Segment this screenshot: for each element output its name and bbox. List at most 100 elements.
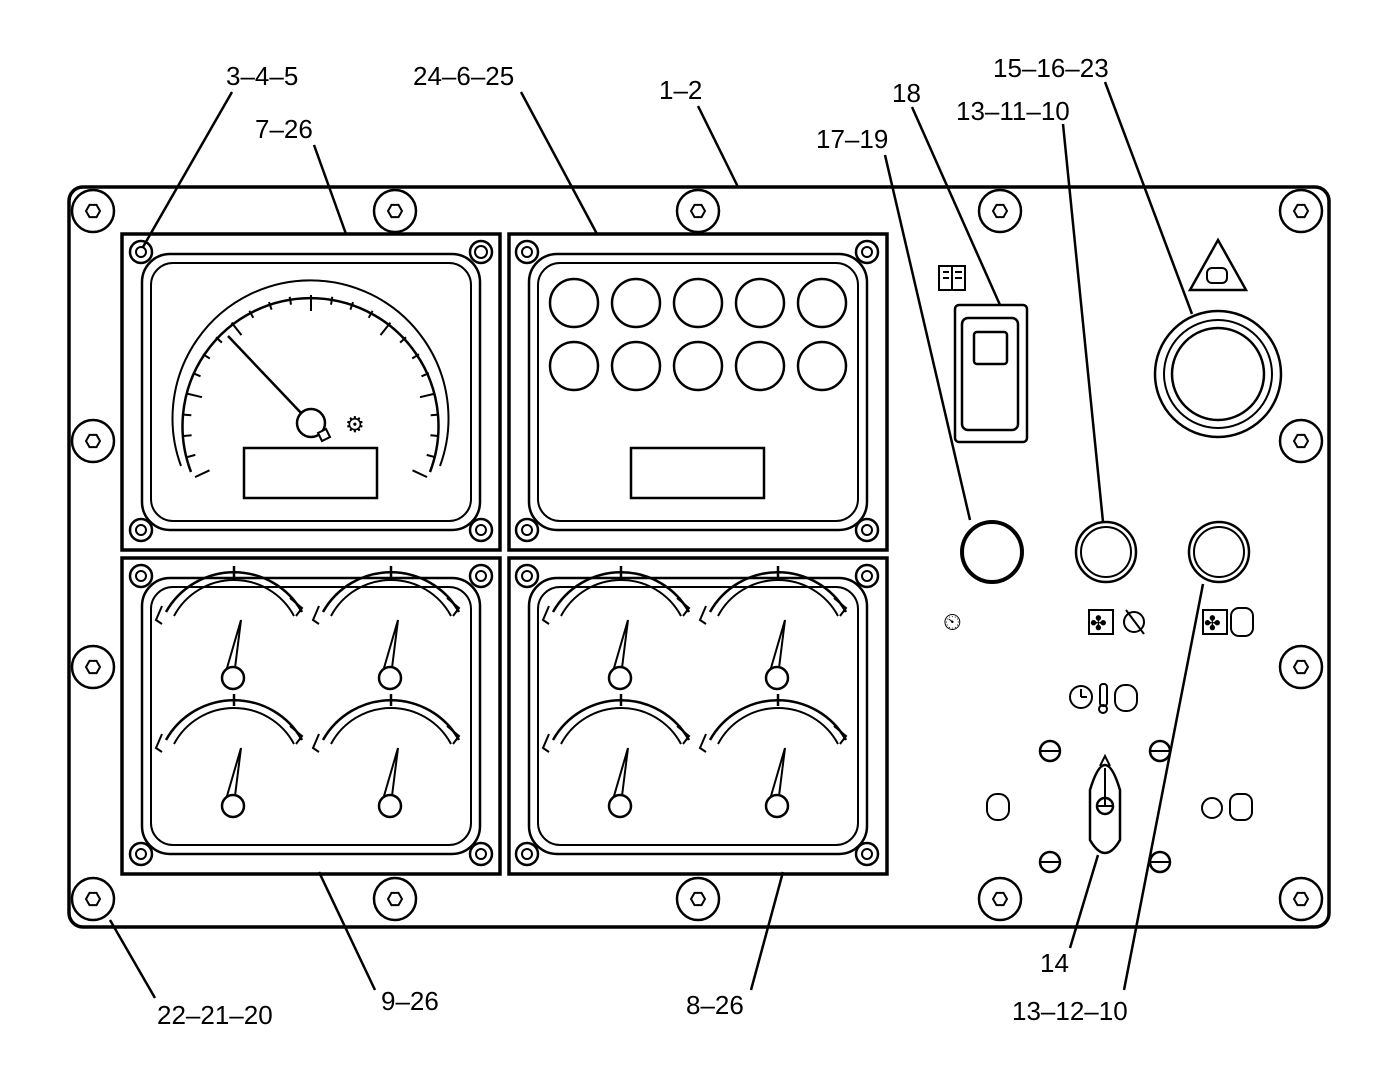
tachometer-tick: [349, 301, 354, 311]
small-gauge: [311, 694, 461, 819]
indicator-lamp: [610, 277, 662, 329]
tachometer-tick: [399, 336, 407, 344]
small-gauge: [311, 566, 461, 691]
indicator-lamp: [796, 277, 848, 329]
panel-bolt: [675, 188, 721, 234]
tachometer-tick: [411, 353, 420, 360]
engine-icon: [986, 793, 1010, 821]
tachometer-tick: [192, 372, 201, 378]
module-screw: [468, 563, 494, 589]
tachometer-tick: [268, 301, 273, 311]
panel-bolt: [1278, 644, 1324, 690]
callout-13-12-10: 13–12–10: [1012, 996, 1128, 1026]
callout-24-6-25: 24–6–25: [413, 61, 514, 91]
tachometer-display: [242, 446, 379, 500]
module-screw: [468, 517, 494, 543]
key-switch-screw: [1148, 850, 1172, 874]
tachometer-adjust-screw: [468, 239, 494, 265]
small-gauge: [541, 694, 691, 819]
fan-engine-icon: [1202, 609, 1228, 635]
fan-off-icon: [1088, 609, 1114, 635]
small-gauge: [154, 694, 304, 819]
panel-bolt: [70, 188, 116, 234]
tachometer-tick: [419, 392, 436, 399]
speed-control-switch[interactable]: ⏲: [943, 520, 1024, 636]
callout-7-26: 7–26: [255, 114, 313, 144]
panel-bolt: [977, 876, 1023, 922]
module-screw: [854, 841, 880, 867]
rotate-engine-icon: [1201, 797, 1223, 819]
module-screw: [468, 841, 494, 867]
module-screw: [514, 563, 540, 589]
gauge-cluster-left: [120, 556, 502, 876]
fan-engine-switch[interactable]: ✤: [1187, 520, 1254, 637]
tachometer-tick: [412, 469, 428, 479]
tachometer-tick: [215, 336, 223, 344]
tachometer-dial: ⚙: [171, 279, 450, 479]
module-screw: [854, 563, 880, 589]
speed-dial-icon: ⏲: [943, 609, 962, 636]
leader-lines: [108, 81, 1205, 999]
small-gauge: [154, 566, 304, 691]
module-screw: [128, 563, 154, 589]
module-screw: [128, 239, 154, 265]
callout-9-26: 9–26: [381, 986, 439, 1016]
module-screw: [514, 517, 540, 543]
module-screw: [854, 517, 880, 543]
indicator-lamp: [734, 277, 786, 329]
tachometer-tick: [230, 321, 243, 336]
svg-text:✤: ✤: [1090, 613, 1107, 635]
module-screw: [514, 841, 540, 867]
tachometer-tick: [379, 321, 392, 336]
fan-off-switch[interactable]: ✤: [1074, 520, 1145, 635]
callout-22-21-20: 22–21–20: [157, 1000, 273, 1030]
indicator-lamp: [610, 340, 662, 392]
panel-bolt: [1278, 418, 1324, 464]
panel-bolt: [977, 188, 1023, 234]
tachometer-tick: [430, 434, 439, 437]
panel-bolt: [1278, 188, 1324, 234]
panel-bolts: [70, 188, 1324, 922]
panel-bolt: [372, 188, 418, 234]
tachometer-tick: [186, 392, 203, 399]
gauge-cluster-right: [507, 556, 889, 876]
panel-bolt: [372, 876, 418, 922]
engine-stop-button[interactable]: [1153, 237, 1283, 439]
small-gauge: [698, 694, 848, 819]
indicator-lamp: [796, 340, 848, 392]
tachometer-tick: [430, 413, 439, 417]
tachometer-tick: [367, 310, 374, 319]
tachometer-tick: [194, 469, 210, 479]
engine-symbol-icon: ⚙: [345, 412, 365, 437]
callout-17-19: 17–19: [816, 124, 888, 154]
tachometer-tick: [426, 453, 435, 458]
indicator-lamp: [672, 277, 724, 329]
module-screw: [128, 841, 154, 867]
engine-warning-triangle-icon: [1187, 237, 1249, 292]
callout-13-11-10: 13–11–10: [956, 96, 1070, 126]
tachometer-tick: [202, 353, 211, 360]
panel-bolt: [1278, 876, 1324, 922]
timer-temperature-engine-icon: [1069, 685, 1093, 709]
svg-text:✤: ✤: [1204, 613, 1221, 635]
key-switch-screw: [1038, 850, 1062, 874]
module-screw: [128, 517, 154, 543]
tachometer-tick: [183, 434, 192, 437]
tachometer-tick: [183, 413, 192, 417]
indicator-lights-module: [507, 232, 889, 552]
small-gauge: [541, 566, 691, 691]
indicator-display: [629, 446, 766, 500]
panel-bolt: [675, 876, 721, 922]
key-switch-screw: [1148, 739, 1172, 763]
tachometer-tick: [248, 310, 255, 319]
small-gauge: [698, 566, 848, 691]
panel-bolt: [70, 644, 116, 690]
callout-8-26: 8–26: [686, 990, 744, 1020]
key-switch-screw: [1038, 739, 1062, 763]
module-screws: [128, 239, 880, 867]
tachometer-module: ⚙: [120, 232, 502, 552]
indicator-lamp: [548, 340, 600, 392]
callout-1-2: 1–2: [659, 75, 702, 105]
indicator-lamp: [734, 340, 786, 392]
